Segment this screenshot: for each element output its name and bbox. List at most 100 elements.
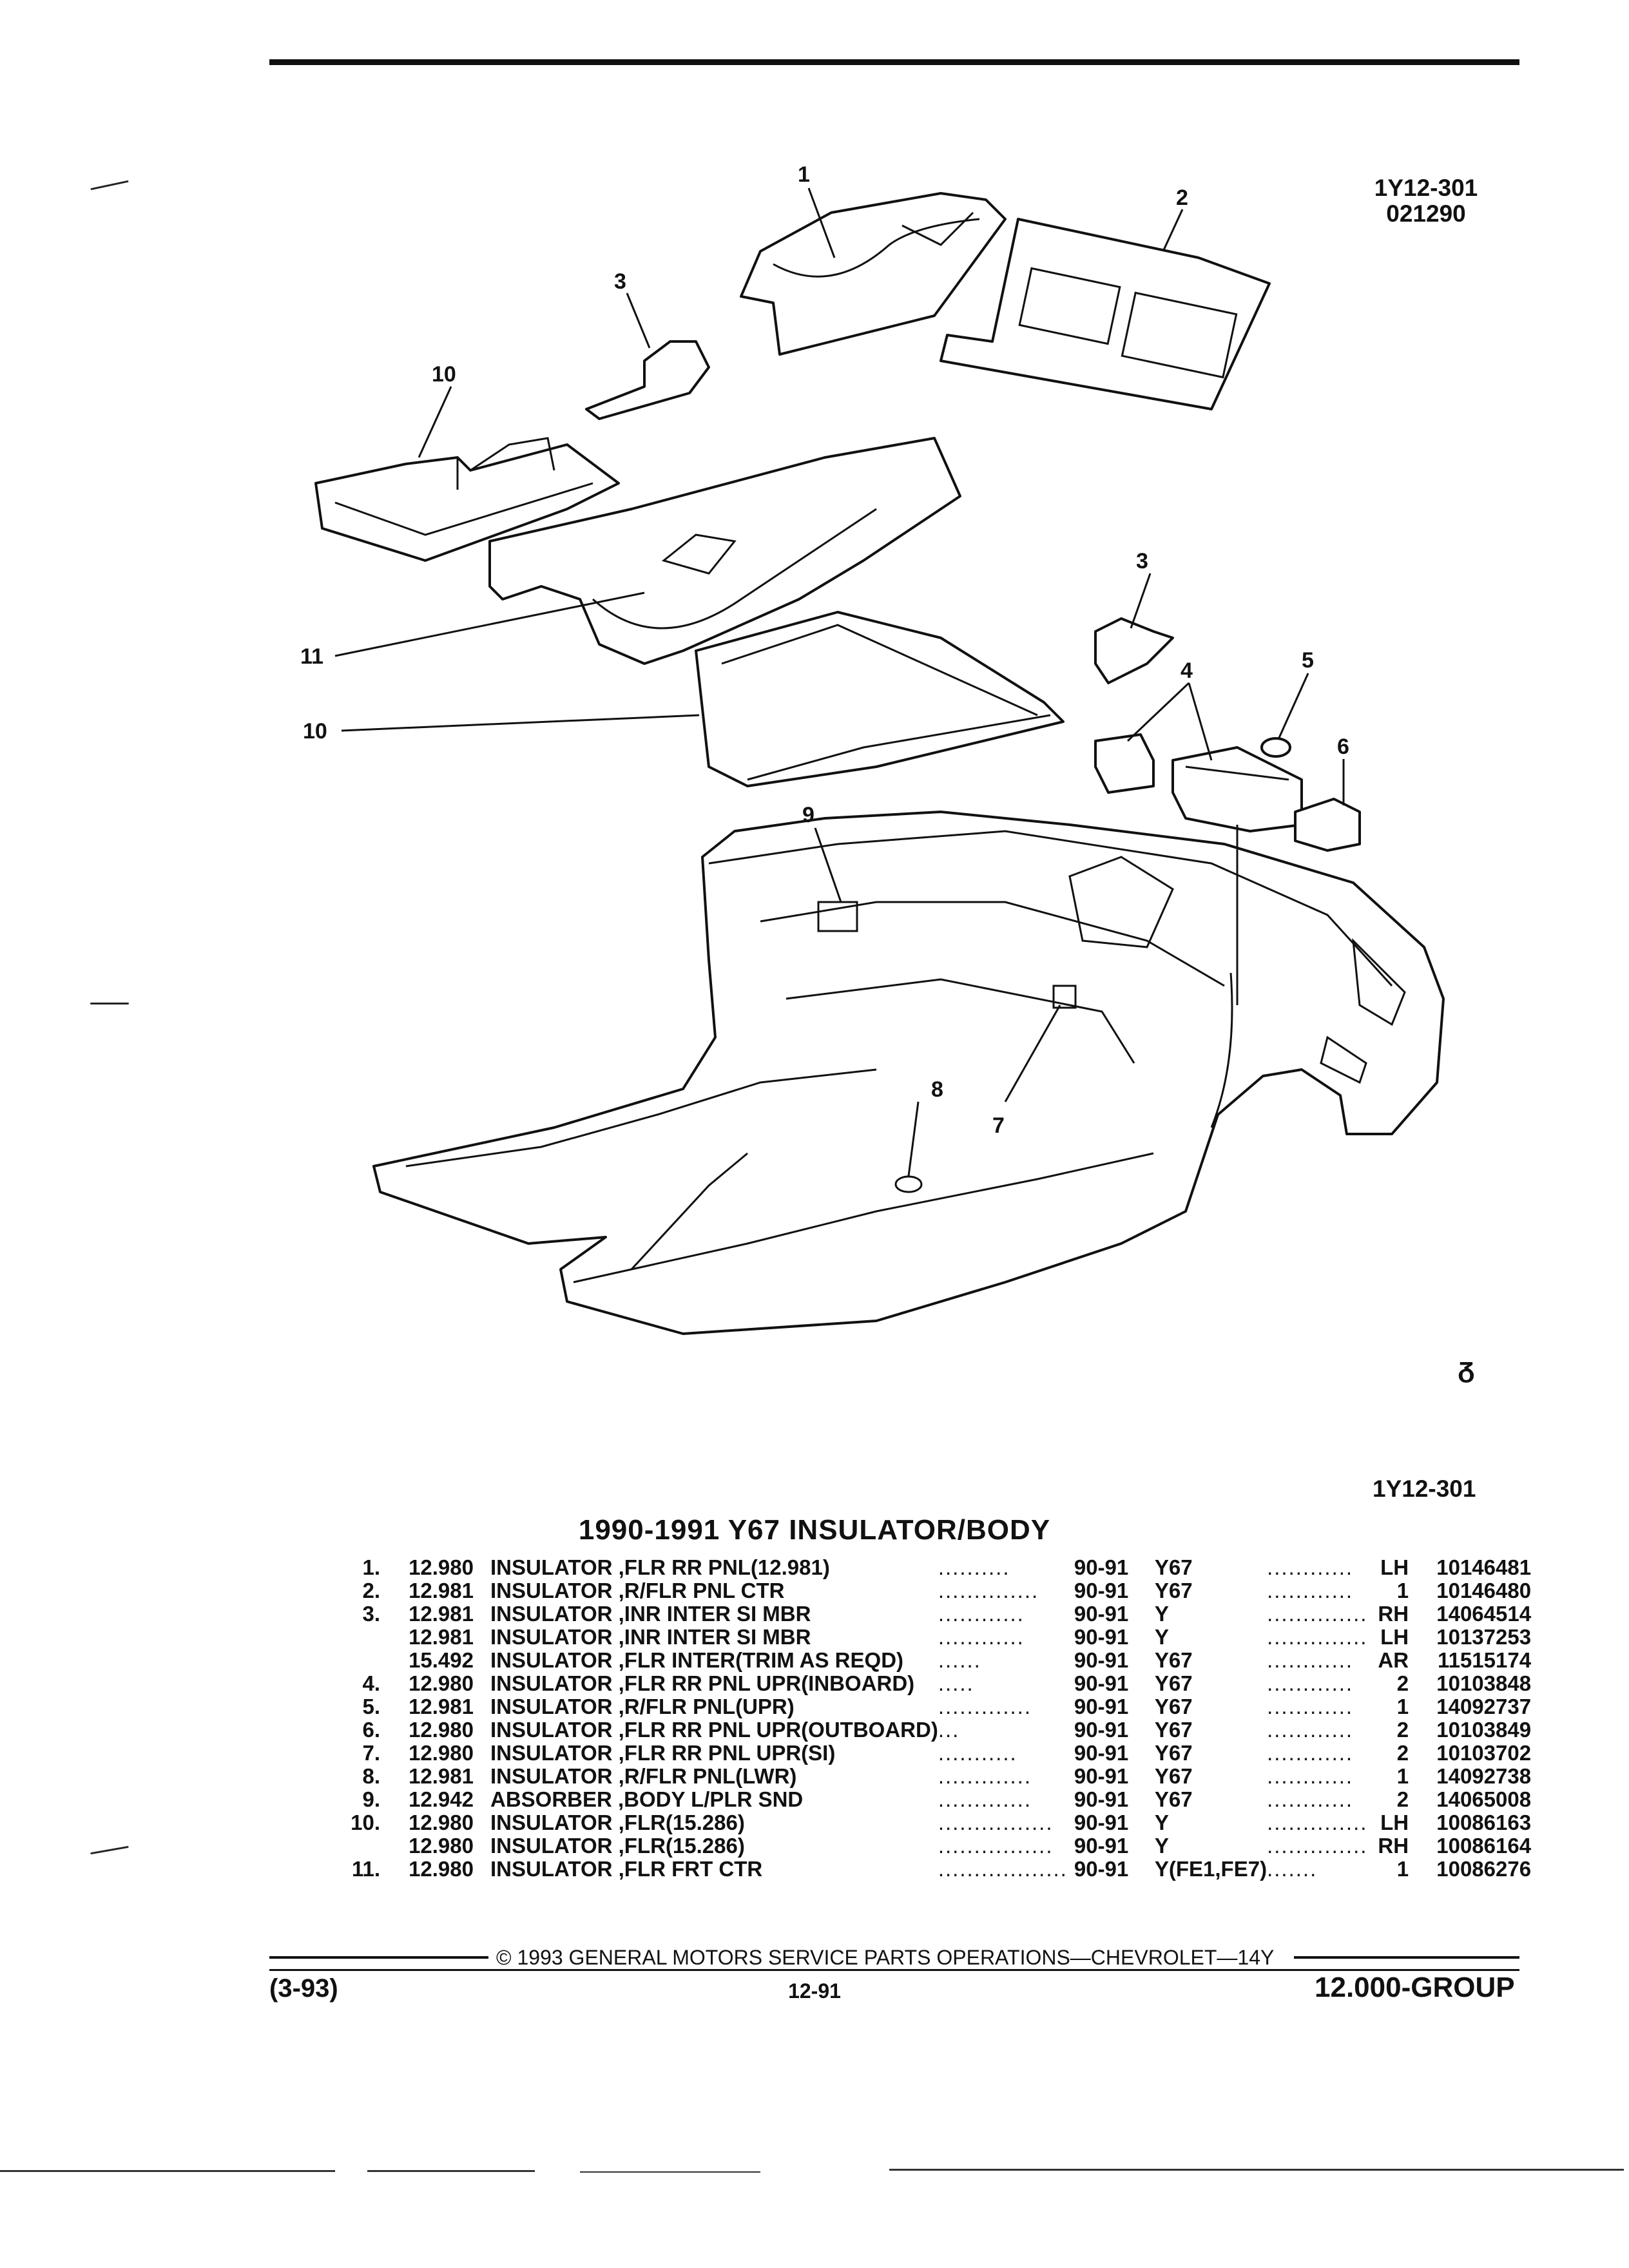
- leader-dots: ...........: [938, 1742, 1017, 1765]
- option-code: Y: [1154, 1811, 1169, 1834]
- callout-1: 1: [798, 162, 810, 187]
- leader-dots: ..........: [938, 1556, 1010, 1579]
- leader-dots: ..............: [1267, 1626, 1368, 1649]
- figure-reference: 1Y12-301 021290: [1365, 175, 1487, 227]
- callout-4: 4: [1181, 658, 1193, 683]
- leader-dots: ............: [1267, 1742, 1354, 1765]
- item-number: 4.: [362, 1671, 380, 1695]
- part-number: 14064514: [1436, 1602, 1532, 1626]
- option-code: Y67: [1154, 1764, 1193, 1788]
- leader-dots: ..................: [938, 1858, 1068, 1881]
- item-number: 11.: [351, 1857, 380, 1881]
- leader-dots: .............: [938, 1765, 1032, 1788]
- leader-dots: .......: [1267, 1858, 1318, 1881]
- option-code: Y67: [1154, 1741, 1193, 1765]
- part-number: 10086276: [1436, 1857, 1532, 1881]
- model-years: 90-91: [1074, 1764, 1129, 1788]
- part-number: 10103848: [1436, 1671, 1532, 1695]
- part-number: 10146480: [1436, 1579, 1532, 1602]
- group-number: 12.980: [409, 1857, 474, 1881]
- top-rule: [269, 59, 1519, 65]
- option-code: Y67: [1154, 1555, 1193, 1579]
- quantity: 2: [1396, 1718, 1409, 1742]
- part-number: 10146481: [1436, 1555, 1532, 1579]
- scan-artifact-line: [580, 2171, 760, 2173]
- quantity: RH: [1378, 1834, 1409, 1858]
- part-description: INSULATOR ,INR INTER SI MBR: [490, 1625, 811, 1649]
- group-number: 12.980: [409, 1741, 474, 1765]
- option-code: Y67: [1154, 1648, 1193, 1672]
- part-description: INSULATOR ,R/FLR PNL(UPR): [490, 1695, 795, 1718]
- option-code: Y67: [1154, 1787, 1193, 1811]
- footer-date-code: (3-93): [269, 1974, 338, 2003]
- quantity: 1: [1396, 1764, 1409, 1788]
- model-years: 90-91: [1074, 1648, 1129, 1672]
- model-years: 90-91: [1074, 1602, 1129, 1626]
- quantity: 1: [1396, 1857, 1409, 1881]
- callout-9: 9: [802, 803, 815, 827]
- group-number: 12.981: [409, 1764, 474, 1788]
- callout-2: 2: [1176, 186, 1188, 210]
- part-description: INSULATOR ,R/FLR PNL(LWR): [490, 1764, 797, 1788]
- model-years: 90-91: [1074, 1579, 1129, 1602]
- figure-ref-code: 1Y12-301: [1374, 175, 1478, 201]
- leader-dots: ............: [1267, 1718, 1354, 1742]
- part-11-drawing: [488, 437, 961, 665]
- option-code: Y: [1154, 1602, 1169, 1626]
- part-description: INSULATOR ,FLR(15.286): [490, 1834, 745, 1858]
- group-number: 12.980: [409, 1671, 474, 1695]
- page-number: 12-91: [788, 1979, 841, 2003]
- part-number: 14092738: [1436, 1764, 1532, 1788]
- callout-10-upper: 10: [432, 362, 456, 387]
- option-code: Y: [1154, 1834, 1169, 1858]
- item-number: 3.: [362, 1602, 380, 1626]
- model-years: 90-91: [1074, 1741, 1129, 1765]
- part-2-drawing: [940, 218, 1271, 410]
- option-code: Y(FE1,FE7): [1154, 1857, 1268, 1881]
- group-number: 12.981: [409, 1579, 474, 1602]
- item-number: [309, 1626, 387, 1649]
- group-number: 12.942: [409, 1787, 474, 1811]
- section-title: 1990-1991 Y67 INSULATOR/BODY: [578, 1514, 1051, 1546]
- leader-dots: ................: [938, 1834, 1054, 1858]
- leader-dots: ............: [938, 1626, 1025, 1649]
- part-number: 14065008: [1436, 1787, 1532, 1811]
- group-number: 12.980: [409, 1718, 474, 1742]
- leader-dots: ..............: [938, 1579, 1039, 1602]
- item-number: 2.: [362, 1579, 380, 1602]
- quantity: AR: [1378, 1648, 1409, 1672]
- group-number: 12.981: [409, 1695, 474, 1718]
- leader-dots: .....: [938, 1672, 974, 1695]
- model-years: 90-91: [1074, 1555, 1129, 1579]
- group-number: 12.980: [409, 1811, 474, 1834]
- leader-dots: ............: [1267, 1579, 1354, 1602]
- model-years: 90-91: [1074, 1718, 1129, 1742]
- part-description: INSULATOR ,FLR RR PNL UPR(INBOARD): [490, 1671, 915, 1695]
- leader-dots: ......: [938, 1649, 981, 1672]
- part-10-lower-drawing: [695, 611, 1065, 787]
- footer-group: 12.000-GROUP: [1315, 1972, 1515, 2003]
- item-number: 1.: [362, 1555, 380, 1579]
- scan-artifact-line: [889, 2169, 1624, 2171]
- leader-dots: ............: [1267, 1556, 1354, 1579]
- part-number: 10086164: [1436, 1834, 1532, 1858]
- part-5-drawing: [1260, 737, 1291, 758]
- leader-dots: ............: [1267, 1765, 1354, 1788]
- punch-hole-mark: [90, 1003, 129, 1004]
- model-years: 90-91: [1074, 1857, 1129, 1881]
- option-code: Y67: [1154, 1695, 1193, 1718]
- part-number: 14092737: [1436, 1695, 1532, 1718]
- leader-dots: .............: [938, 1695, 1032, 1718]
- callout-5: 5: [1302, 648, 1314, 673]
- brand-logo: ᵹ: [1458, 1352, 1475, 1383]
- punch-hole-mark: [90, 180, 129, 191]
